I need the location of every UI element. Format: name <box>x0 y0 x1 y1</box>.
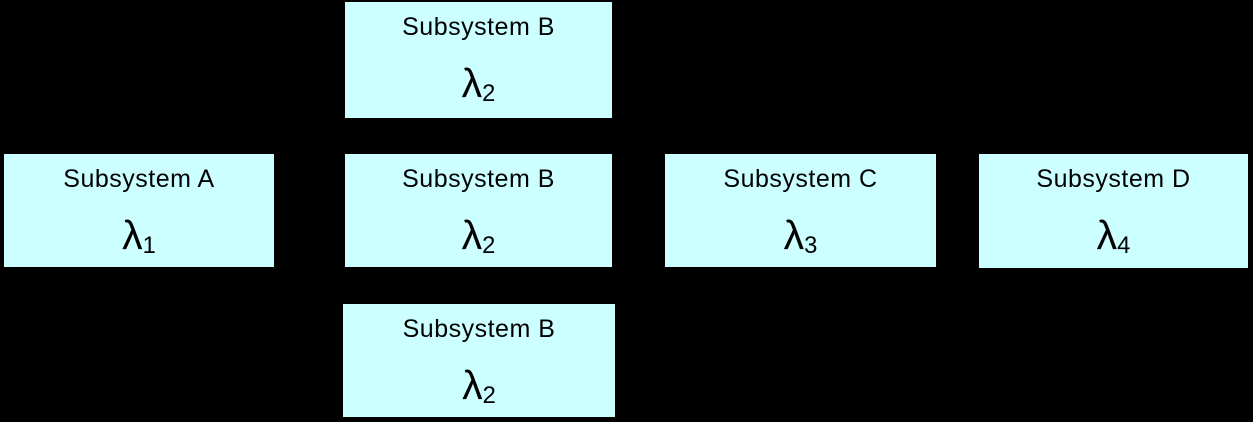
subsystem-title: Subsystem C <box>723 165 878 193</box>
failure-rate: λ2 <box>345 211 612 260</box>
failure-rate: λ2 <box>343 361 615 410</box>
block-subsystem-c: Subsystem C λ3 <box>663 152 938 269</box>
block-subsystem-b-bottom: Subsystem B λ2 <box>341 302 617 419</box>
block-subsystem-b-top: Subsystem B λ2 <box>343 0 614 120</box>
lambda-subscript: 2 <box>482 232 496 260</box>
failure-rate: λ3 <box>665 211 936 260</box>
subsystem-title: Subsystem B <box>402 13 555 41</box>
lambda-subscript: 2 <box>482 80 496 108</box>
lambda-symbol: λ <box>462 361 483 408</box>
lambda-symbol: λ <box>783 211 805 258</box>
failure-rate: λ1 <box>4 211 274 260</box>
lambda-subscript: 2 <box>482 382 496 410</box>
lambda-symbol: λ <box>122 211 143 258</box>
lambda-subscript: 1 <box>142 232 156 260</box>
lambda-symbol: λ <box>1096 211 1118 258</box>
block-subsystem-b-middle: Subsystem B λ2 <box>343 152 614 269</box>
lambda-subscript: 4 <box>1117 232 1131 260</box>
subsystem-title: Subsystem B <box>402 165 555 193</box>
subsystem-title: Subsystem B <box>402 315 556 343</box>
failure-rate: λ4 <box>979 211 1248 260</box>
lambda-subscript: 3 <box>804 232 818 260</box>
subsystem-title: Subsystem D <box>1036 165 1191 193</box>
lambda-symbol: λ <box>461 59 483 106</box>
lambda-symbol: λ <box>461 211 483 258</box>
subsystem-title: Subsystem A <box>63 165 215 193</box>
failure-rate: λ2 <box>345 59 612 108</box>
block-subsystem-d: Subsystem D λ4 <box>977 152 1250 270</box>
block-subsystem-a: Subsystem A λ1 <box>2 152 276 269</box>
